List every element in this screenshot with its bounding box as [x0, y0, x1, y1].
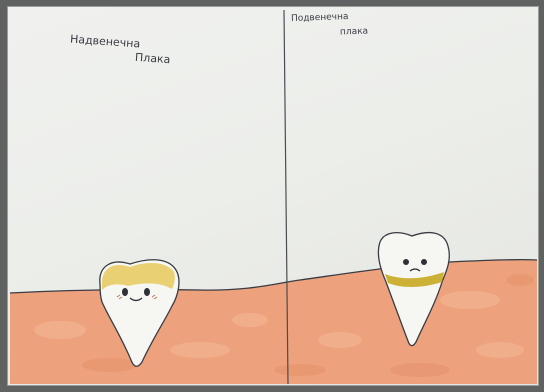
left-eye-left [122, 288, 128, 296]
right-caption-line2: плака [340, 28, 368, 38]
right-eye-right [421, 259, 427, 265]
left-eye-right [144, 288, 150, 296]
right-eye-left [403, 259, 409, 265]
left-caption-line2: Плака [135, 52, 171, 65]
